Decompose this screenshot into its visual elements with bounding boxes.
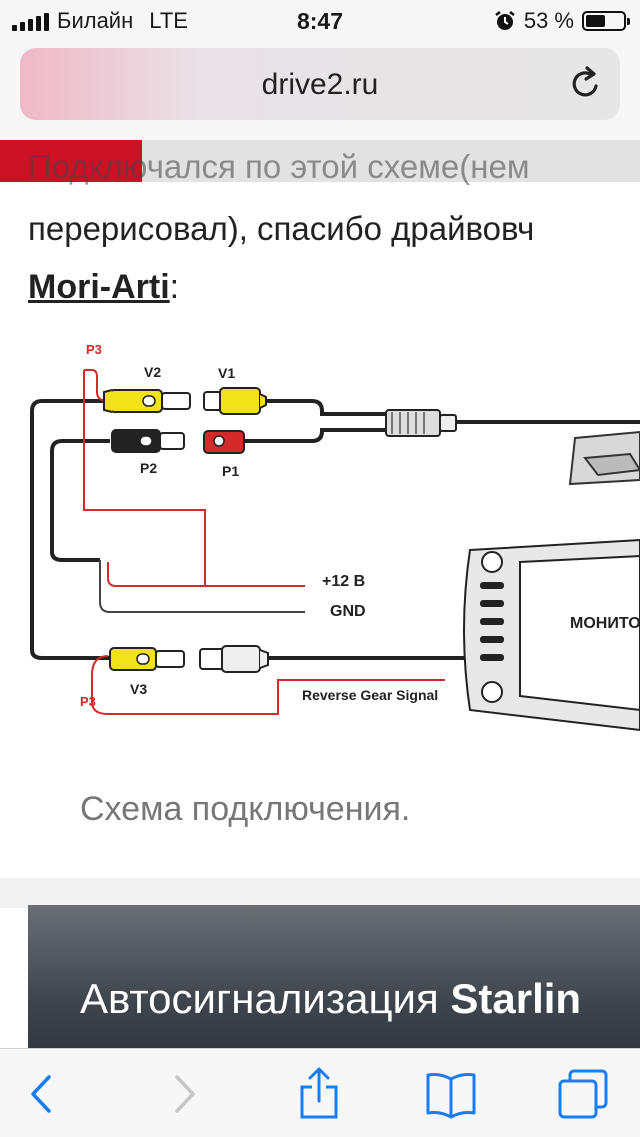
main-cables xyxy=(30,399,640,660)
p3-wires xyxy=(83,369,445,715)
header-shadow-bar xyxy=(142,140,640,182)
v3-socket xyxy=(199,645,269,673)
forward-icon[interactable] xyxy=(156,1067,210,1121)
bookmarks-icon[interactable] xyxy=(424,1067,478,1121)
label-plus12: +12 В xyxy=(322,573,365,590)
label-monitor: МОНИТО xyxy=(570,615,640,632)
label-v3: V3 xyxy=(130,681,147,697)
v2-plug xyxy=(103,389,191,413)
status-right: 53 % xyxy=(494,8,630,34)
browser-header: drive2.ru xyxy=(0,40,640,140)
label-p1: P1 xyxy=(222,463,239,479)
v3-plug xyxy=(109,647,185,671)
battery-icon xyxy=(582,11,630,31)
signal-icon xyxy=(12,11,49,31)
carrier-label: Билайн xyxy=(57,8,134,33)
p2-plug xyxy=(111,429,185,453)
clock: 8:47 xyxy=(296,8,344,34)
tabs-icon[interactable] xyxy=(556,1067,610,1121)
article-line-2: перерисовал), спасибо драйвовч xyxy=(28,210,535,247)
figure-caption: Схема подключения. xyxy=(80,790,411,828)
p1-socket xyxy=(203,430,245,454)
share-icon[interactable] xyxy=(292,1067,346,1121)
related-article-card[interactable]: Автосигнализация Starlin xyxy=(28,905,640,1065)
status-bar: Билайн LTE 8:47 53 % xyxy=(0,0,640,40)
address-bar[interactable]: drive2.ru xyxy=(20,48,620,120)
network-label: LTE xyxy=(149,8,188,33)
label-reverse-signal: Reverse Gear Signal xyxy=(302,687,438,703)
author-link[interactable]: Mori-Arti xyxy=(28,268,170,306)
url-text[interactable]: drive2.ru xyxy=(261,68,379,101)
article-line-1: Подключался по этой схеме(нем xyxy=(28,148,530,185)
label-p3-top: P3 xyxy=(86,342,102,357)
related-article-title[interactable]: Автосигнализация Starlin xyxy=(80,975,582,1022)
battery-percent: 53 % xyxy=(523,8,574,33)
monitor xyxy=(463,538,640,732)
alarm-icon xyxy=(495,11,515,30)
label-v2: V2 xyxy=(144,364,161,380)
v1-socket xyxy=(203,387,267,415)
label-gnd: GND xyxy=(330,603,366,620)
author-suffix: : xyxy=(169,268,180,306)
label-p2: P2 xyxy=(140,460,157,476)
label-v1: V1 xyxy=(218,365,235,381)
label-p3-bottom: P3 xyxy=(80,694,96,709)
article-line-3: Mori-Arti: xyxy=(28,268,179,307)
reload-icon[interactable] xyxy=(566,64,606,104)
section-separator xyxy=(0,878,640,908)
wiring-diagram: P3 V2 V1 P2 P1 +12 В GND МОНИТО V3 P3 Re… xyxy=(30,342,640,732)
browser-toolbar xyxy=(0,1048,640,1137)
camera-bracket xyxy=(568,430,640,486)
back-icon[interactable] xyxy=(16,1067,70,1121)
header-accent-bar xyxy=(0,140,142,182)
camera-connector xyxy=(385,409,457,437)
status-left: Билайн LTE xyxy=(12,8,188,34)
